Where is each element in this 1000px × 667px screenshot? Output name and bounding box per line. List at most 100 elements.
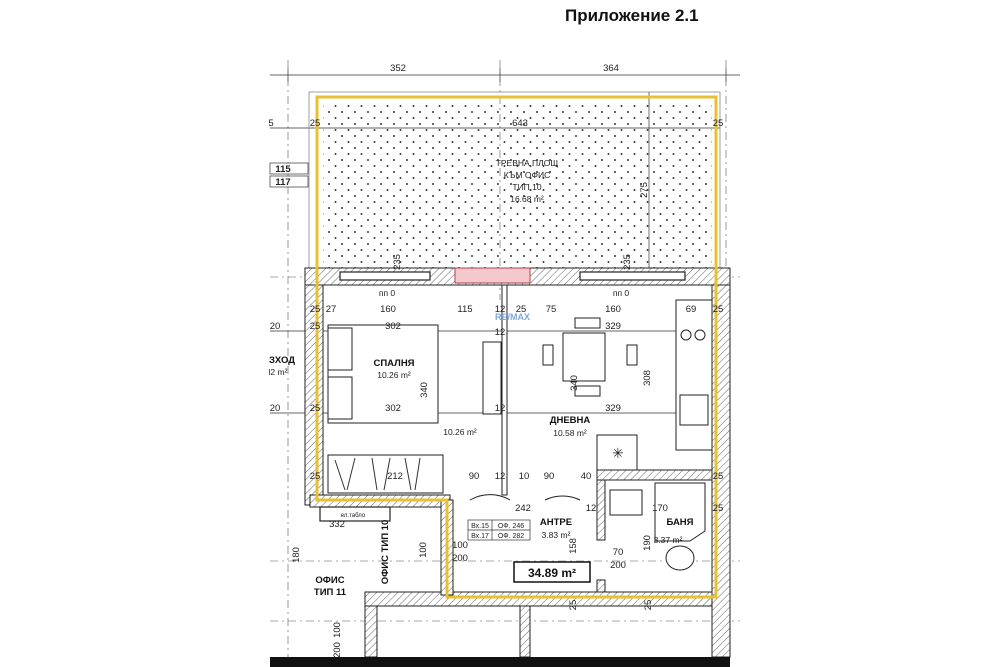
furniture: ✳ [327,299,713,571]
snowflake-icon: ✳ [612,445,624,461]
svg-text:643: 643 [512,118,528,129]
room-hall-name: АНТРЕ [540,517,572,528]
svg-text:69: 69 [686,304,697,315]
svg-text:5: 5 [268,118,273,129]
wardrobe [327,454,444,494]
desk [482,341,502,415]
side-box-label: 117 [275,177,290,188]
office-11-label-1: ОФИС [315,575,344,586]
svg-text:12: 12 [495,327,506,338]
total-area-box [513,561,591,583]
svg-text:12: 12 [495,403,506,414]
dimension-labels: 643 25 25 5 275 27 160 115 12 25 75 160 … [268,118,723,658]
fridge [596,434,638,471]
kitchen-sink [679,394,709,426]
svg-text:20: 20 [270,403,281,414]
side-box [269,162,309,175]
svg-text:329: 329 [605,403,621,414]
svg-text:25: 25 [310,304,321,315]
room-bedroom-name: СПАЛНЯ [373,358,414,369]
watermark-logo: RE/MAX [495,312,530,322]
svg-text:190: 190 [642,535,653,551]
side-box-label: 115 [275,164,291,175]
svg-text:25: 25 [713,471,724,482]
terrace-area: 16.68 m² [510,194,544,204]
svg-text:90: 90 [544,471,555,482]
svg-text:302: 302 [385,321,401,332]
wardrobe-hangers [334,457,421,491]
svg-text:25: 25 [310,118,321,129]
svg-text:340: 340 [569,375,580,391]
room-living-area: 10.58 m² [553,428,587,438]
svg-text:100: 100 [418,542,429,558]
partition-wall [501,284,508,496]
room-hall-area: 3.83 m² [542,530,571,540]
terrace-name-2: КЪМ ОФИС [504,170,550,180]
svg-text:308: 308 [642,370,653,386]
svg-text:329: 329 [605,321,621,332]
bath-left-wall [596,479,606,541]
ownership-boundary [315,95,718,599]
svg-text:12: 12 [495,471,506,482]
pillow [327,376,353,420]
electric-panel-label: ел.табло [341,513,366,519]
column-highlight [454,267,531,284]
svg-text:10: 10 [519,471,530,482]
svg-text:25: 25 [310,321,321,332]
svg-text:90: 90 [469,471,480,482]
svg-text:200: 200 [332,642,343,658]
svg-text:275: 275 [639,182,650,198]
svg-text:115: 115 [457,304,472,315]
dim-352: 352 [390,63,406,74]
room-neighbor-area: l2 m² [269,367,288,377]
svg-text:170: 170 [652,503,668,514]
room-neighbor-name: ЗХОД [269,355,295,366]
electric-panel [319,506,391,522]
svg-text:25: 25 [713,118,724,129]
svg-text:40: 40 [581,471,592,482]
lower-wall [364,605,378,658]
svg-text:25: 25 [516,304,527,315]
svg-text:75: 75 [546,304,557,315]
side-box [269,175,309,188]
kitchen-counter [675,299,713,451]
window-right [579,271,686,281]
svg-text:12: 12 [586,503,597,514]
svg-text:25: 25 [310,471,321,482]
entrance-table: Вх.15 ОФ. 246 Вх.17 ОФ. 282 [467,519,531,541]
table-cell: Вх.15 [471,523,489,530]
table-cell: ОФ. 246 [498,523,524,530]
page-title: Приложение 2.1 [565,6,699,25]
bottom-border [270,657,730,667]
bath-top-wall [596,469,713,481]
svg-text:25: 25 [568,600,579,611]
window-label-left: пп 0 [379,288,396,298]
svg-text:180: 180 [291,547,302,563]
svg-text:25: 25 [310,403,321,414]
bottom-wall [364,591,713,607]
svg-text:200: 200 [452,553,468,564]
svg-text:235: 235 [392,254,403,270]
svg-text:160: 160 [380,304,396,315]
room-living-name: ДНЕВНА [550,415,591,426]
svg-text:70: 70 [613,547,624,558]
room-bath-area: 3.37 m² [654,535,683,545]
svg-text:27: 27 [326,304,337,315]
wash-basin [609,489,643,516]
office-10-label: ОФИС ТИП 10 [380,520,391,585]
window-left [339,271,431,281]
svg-text:200: 200 [610,560,626,571]
table-cell: Вх.17 [471,533,489,540]
window-label-right: пп 0 [613,288,630,298]
lower-wall [519,605,531,658]
svg-text:25: 25 [713,304,724,315]
dining-table [562,332,606,382]
room-bath-name: БАНЯ [666,517,693,528]
svg-text:332: 332 [329,519,345,530]
terrace-name-3: ТИП 10 [512,182,541,192]
svg-text:340: 340 [419,382,430,398]
svg-text:158: 158 [568,538,579,554]
svg-text:212: 212 [387,471,403,482]
svg-text:100: 100 [452,540,468,551]
